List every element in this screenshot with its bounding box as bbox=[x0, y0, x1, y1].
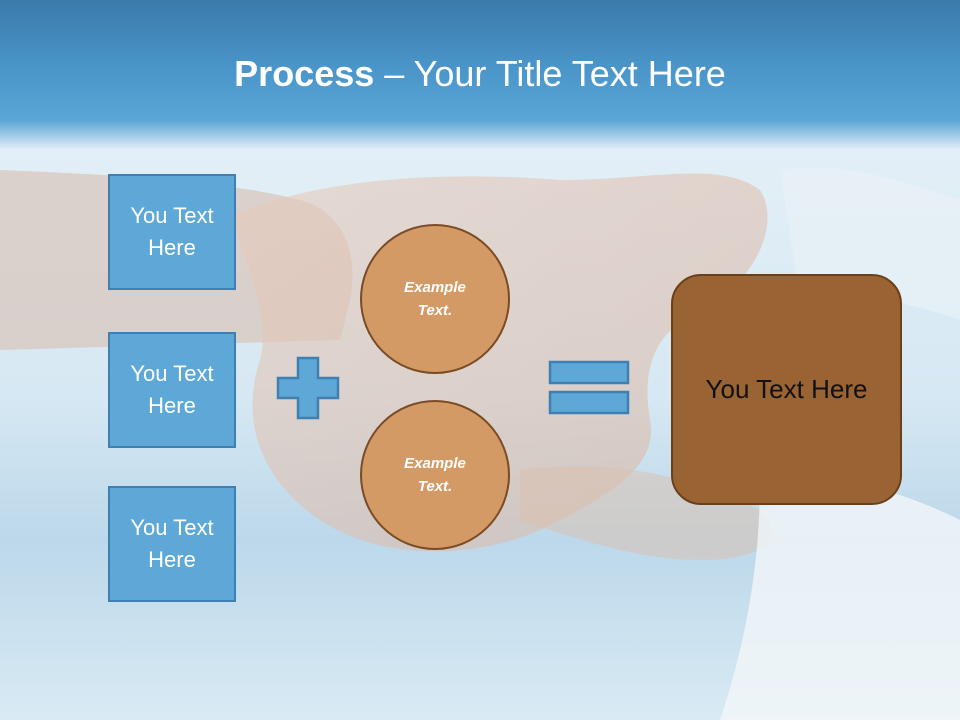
plus-icon bbox=[276, 356, 340, 420]
example-circle-1: Example Text. bbox=[360, 224, 510, 374]
title-bold: Process bbox=[234, 53, 375, 94]
title-rest: – Your Title Text Here bbox=[374, 53, 726, 94]
equals-icon bbox=[548, 360, 630, 415]
page-title: Process – Your Title Text Here bbox=[0, 52, 960, 96]
result-box: You Text Here bbox=[671, 274, 902, 505]
input-box-1: You Text Here bbox=[108, 174, 236, 290]
title-band bbox=[0, 0, 960, 150]
input-box-3: You Text Here bbox=[108, 486, 236, 602]
example-circle-2: Example Text. bbox=[360, 400, 510, 550]
input-box-2: You Text Here bbox=[108, 332, 236, 448]
